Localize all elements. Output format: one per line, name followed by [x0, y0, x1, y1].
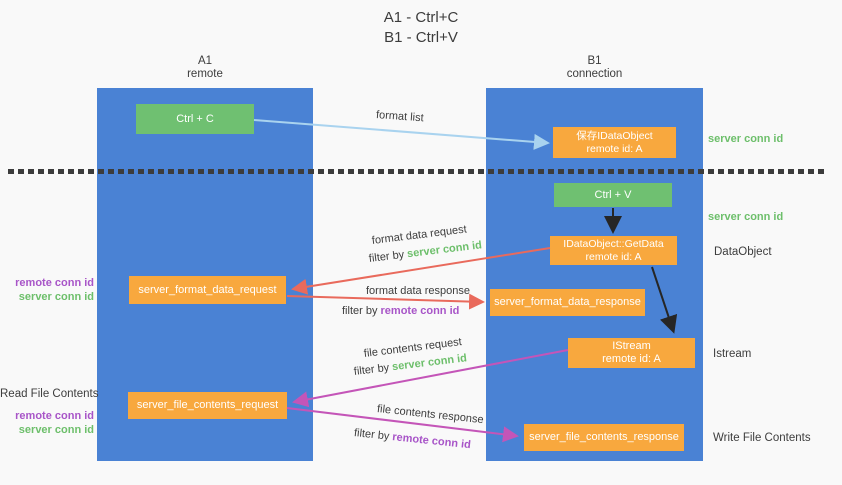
title-line-a1: A1 - Ctrl+C: [383, 9, 459, 26]
box-ctrl-v: Ctrl + V: [554, 183, 672, 207]
filter-by-text-2: filter by: [342, 305, 381, 317]
column-header-b1: B1 connection: [486, 55, 703, 81]
filter-by-text-1: filter by: [368, 248, 408, 265]
box-server-format-data-response: server_format_data_response: [490, 289, 645, 316]
box-format-request-label: server_format_data_request: [138, 283, 277, 296]
label-dataobject: DataObject: [714, 246, 772, 258]
diagram-title: A1 - Ctrl+C B1 - Ctrl+V: [0, 8, 842, 48]
label-format-list: format list: [375, 109, 425, 125]
label-left-remote-conn-id-2: remote conn id: [15, 410, 94, 422]
box-ctrl-c: Ctrl + C: [136, 104, 254, 134]
box-save-idataobject: 保存IDataObject remote id: A: [553, 127, 676, 158]
box-save-idataobject-line2: remote id: A: [586, 142, 643, 155]
title-line-b1: B1 - Ctrl+V: [384, 29, 458, 46]
box-file-response-label: server_file_contents_response: [529, 431, 679, 443]
label-server-conn-id-mid: server conn id: [708, 211, 784, 223]
column-a1-name: A1: [197, 55, 213, 67]
label-filter-by-remote-conn-id-2: filter by remote conn id: [353, 427, 471, 452]
label-istream: Istream: [713, 348, 752, 360]
box-getdata-line2: remote id: A: [585, 250, 642, 263]
box-istream-line1: IStream: [612, 340, 651, 352]
box-ctrl-c-label: Ctrl + C: [176, 112, 214, 125]
label-write-file-contents: Write File Contents: [713, 432, 811, 444]
box-istream: IStream remote id: A: [568, 338, 695, 368]
label-left-server-conn-id-2: server conn id: [18, 424, 94, 436]
filter-by-text-4: filter by: [353, 427, 393, 443]
column-b1-name: B1: [587, 55, 602, 67]
column-a1-subtitle: remote: [187, 68, 223, 80]
box-ctrl-v-label: Ctrl + V: [594, 188, 632, 201]
box-server-file-contents-request: server_file_contents_request: [128, 392, 287, 419]
label-server-conn-id-top: server conn id: [708, 133, 784, 145]
column-b1-subtitle: connection: [566, 68, 623, 80]
box-format-response-label: server_format_data_response: [494, 296, 641, 308]
box-file-request-label: server_file_contents_request: [136, 399, 279, 411]
dotted-separator-line: [8, 169, 824, 174]
box-server-format-data-request: server_format_data_request: [129, 276, 286, 304]
label-format-data-response: format data response: [366, 285, 470, 297]
label-left-remote-conn-id-1: remote conn id: [15, 277, 94, 289]
box-save-idataobject-line1: 保存IDataObject: [576, 129, 653, 142]
label-file-contents-response: file contents response: [376, 403, 485, 427]
label-read-file-contents: Read File Contents: [0, 388, 99, 400]
filter-by-text-3: filter by: [353, 361, 393, 378]
box-idataobject-getdata: IDataObject::GetData remote id: A: [550, 236, 677, 265]
label-left-server-conn-id-1: server conn id: [18, 291, 94, 303]
filter-remote-conn-id-2: remote conn id: [391, 431, 472, 452]
box-istream-line2: remote id: A: [602, 353, 661, 365]
box-getdata-line1: IDataObject::GetData: [563, 237, 664, 250]
box-server-file-contents-response: server_file_contents_response: [524, 424, 684, 451]
filter-remote-conn-id-1: remote conn id: [380, 305, 460, 317]
column-header-a1: A1 remote: [97, 55, 313, 81]
label-filter-by-remote-conn-id-1: filter by remote conn id: [342, 305, 459, 318]
